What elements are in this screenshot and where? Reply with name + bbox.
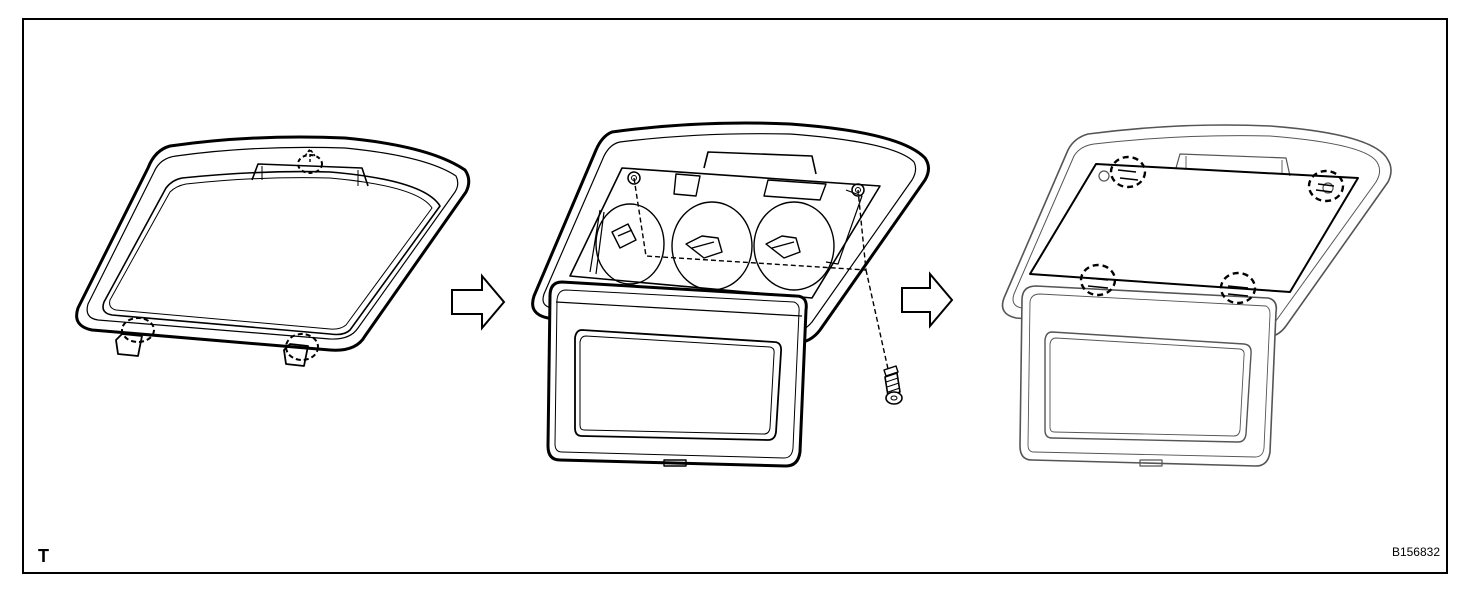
outline-arrow-right-icon <box>452 276 504 328</box>
clip-marker-bottom-left <box>1081 265 1115 295</box>
bracket-clip-2 <box>686 236 722 258</box>
recess-bracket-1 <box>596 204 664 284</box>
recess-bracket-2 <box>672 202 752 290</box>
step-3-clips <box>1088 170 1334 296</box>
recess-bracket-3 <box>754 202 834 290</box>
housing-outer-edge <box>533 123 929 343</box>
clip-marker-bottom-right <box>1221 273 1255 303</box>
panel-hole-right <box>1323 183 1333 193</box>
cover-inner-edge <box>87 147 458 339</box>
assembly-screen <box>1045 332 1251 442</box>
step-3-clip-markers <box>1081 157 1343 303</box>
panel-hole-left <box>1099 171 1109 181</box>
cover-window-inner <box>110 178 432 330</box>
clip-marker-top-right <box>1309 171 1343 201</box>
recess-rib-right <box>826 190 862 264</box>
clip-top-right <box>1316 184 1334 192</box>
bracket-clip-3 <box>766 236 800 258</box>
screw-guide-lines <box>634 178 890 378</box>
clip-bottom-left <box>1088 278 1108 288</box>
claw-marker-right <box>286 334 318 360</box>
assembly-screen-inner <box>1050 338 1244 436</box>
cover-outer-edge <box>77 137 469 350</box>
assembly-latch <box>1140 460 1162 466</box>
recess-block <box>674 174 826 200</box>
screw-icon <box>884 366 902 404</box>
monitor-body-inner <box>555 290 799 458</box>
outline-arrow-right-icon <box>902 274 952 326</box>
assembly-inner-edge <box>1013 136 1380 329</box>
step-1-cover-panel <box>77 137 469 366</box>
claw-marker-left <box>122 318 154 342</box>
monitor-latch <box>664 460 686 466</box>
bracket-clip-1 <box>612 224 636 248</box>
recess-top-tab <box>704 152 816 174</box>
monitor-screen <box>575 330 781 440</box>
assembly-outer-edge <box>1003 125 1392 338</box>
corner-mark: T <box>38 546 49 566</box>
step-2-monitor-assembly <box>533 123 929 466</box>
claw-left <box>116 334 142 356</box>
clip-top-left <box>1118 170 1138 180</box>
assembly-monitor-inner <box>1028 294 1270 457</box>
assembly-top-tab-inner <box>1186 156 1282 174</box>
step-3-monitor-assembly <box>1003 125 1392 466</box>
screw-hole-left <box>628 172 640 184</box>
claw-arrow-top <box>305 149 315 162</box>
screw-hole-right <box>852 184 864 196</box>
inner-panel <box>1030 164 1358 292</box>
housing-recess <box>570 168 880 298</box>
housing-inner-edge <box>543 134 916 333</box>
recess-rib-left <box>590 210 604 274</box>
figure-code: B156832 <box>1391 545 1440 559</box>
monitor-body <box>548 282 806 466</box>
assembly-top-tab <box>1176 154 1290 176</box>
cover-window <box>103 172 440 335</box>
step-arrow-1 <box>452 276 504 328</box>
monitor-top-band <box>556 302 802 316</box>
clip-marker-top-left <box>1111 157 1145 187</box>
monitor-screen-inner <box>580 336 774 434</box>
assembly-monitor-body <box>1020 286 1276 466</box>
step-arrow-2 <box>902 274 952 326</box>
clip-bottom-right <box>1228 286 1248 296</box>
claw-right <box>284 344 308 366</box>
claw-marker-top <box>298 155 322 173</box>
cover-top-tab-inner <box>262 166 358 186</box>
cover-top-tab <box>252 164 368 186</box>
